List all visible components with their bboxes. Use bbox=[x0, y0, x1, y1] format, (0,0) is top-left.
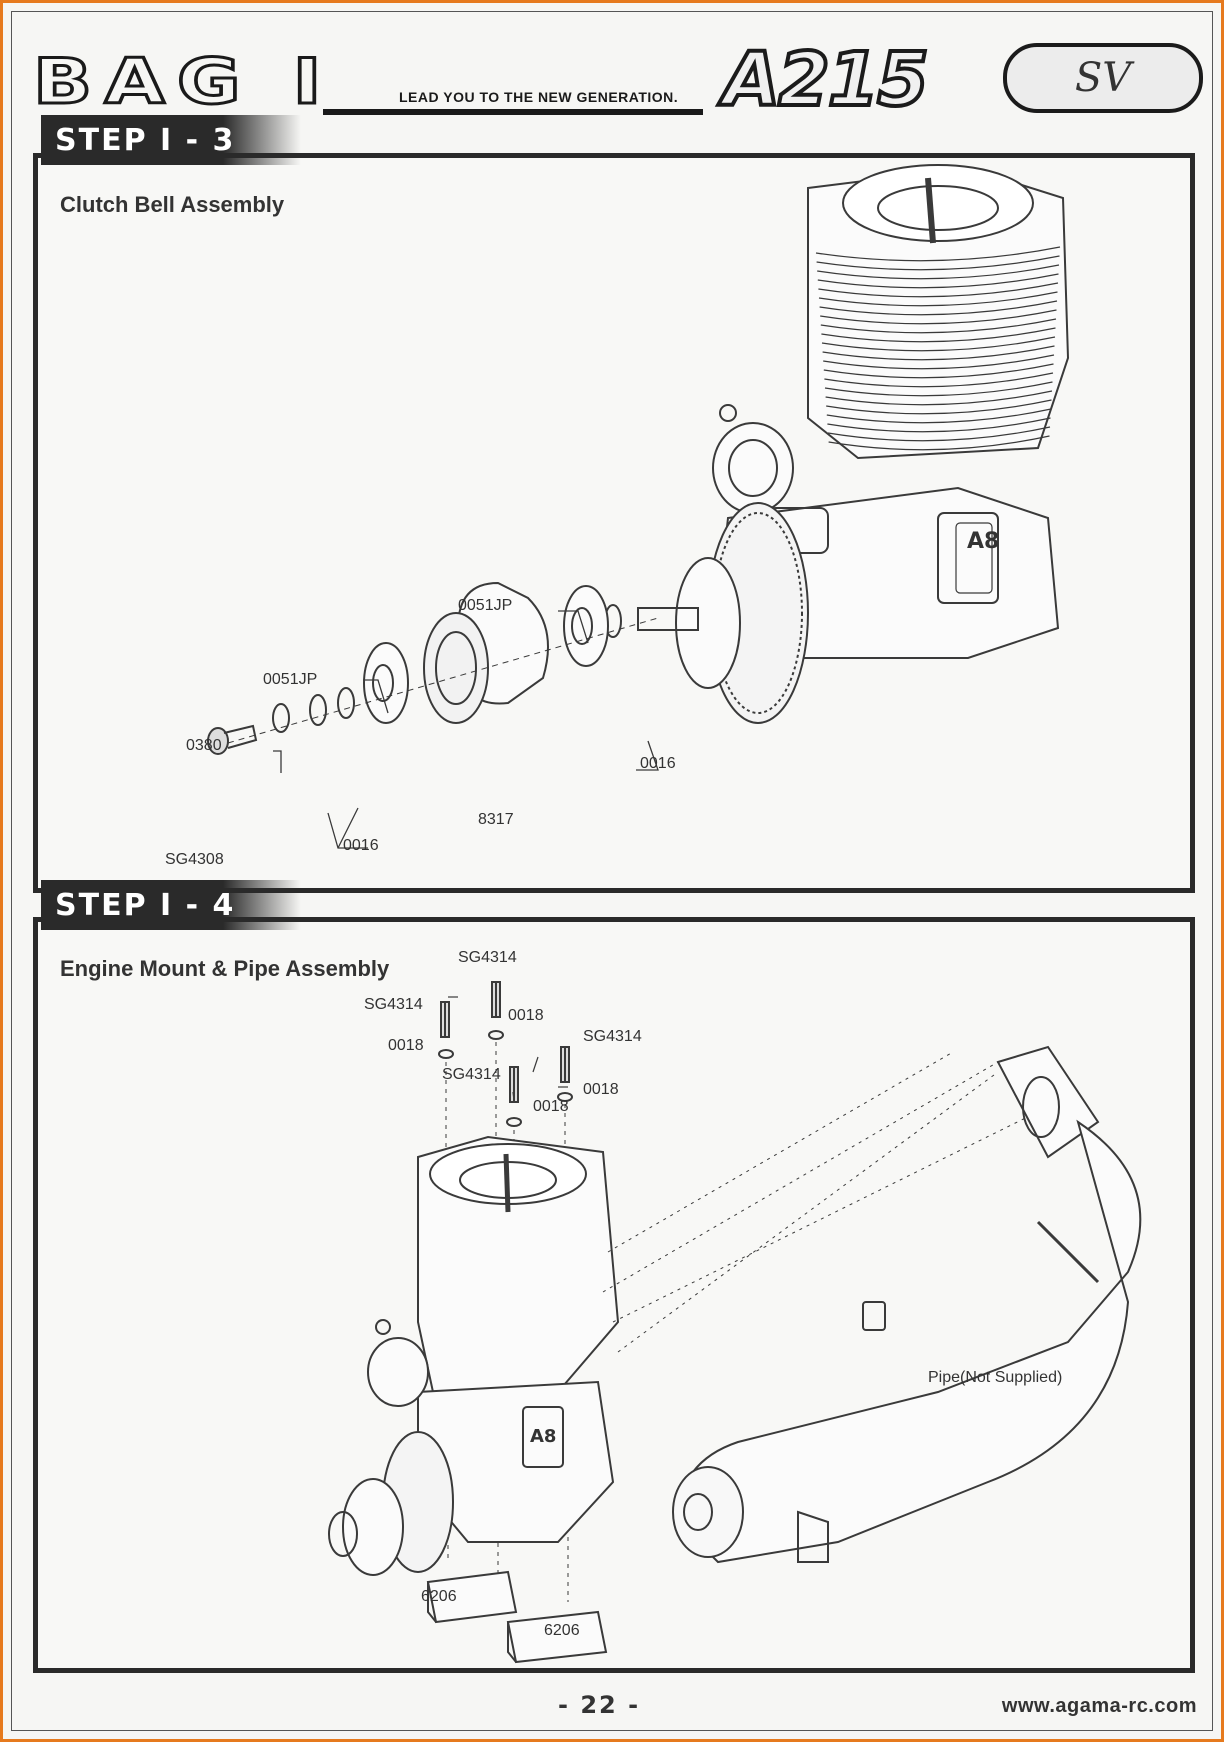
step-1-4-panel: Engine Mount & Pipe Assembly bbox=[33, 917, 1195, 1673]
bearing-top bbox=[563, 585, 609, 667]
leader-lines-2 bbox=[448, 996, 568, 1101]
cooling-fin bbox=[821, 336, 1056, 352]
callout-sg4314-top: SG4314 bbox=[458, 949, 517, 966]
washer-0016-b bbox=[309, 694, 327, 726]
step-1-3-label: STEP I - 3 bbox=[41, 115, 301, 165]
callout-sg4308: SG4308 bbox=[165, 851, 224, 868]
cooling-fin bbox=[824, 372, 1054, 388]
cooling-fin bbox=[822, 345, 1055, 361]
step-1-3-label-text: STEP I - 3 bbox=[55, 122, 236, 158]
callout-6206-left: 6206 bbox=[421, 1588, 457, 1605]
cooling-fin bbox=[828, 435, 1050, 451]
flywheel bbox=[675, 502, 809, 724]
bearing-left bbox=[363, 642, 409, 724]
cooling-fin bbox=[820, 318, 1057, 334]
step-1-3-title: Clutch Bell Assembly bbox=[60, 192, 285, 217]
cooling-fins bbox=[815, 246, 1061, 451]
callout-0018-mid: 0018 bbox=[533, 1098, 569, 1115]
cooling-fin bbox=[823, 363, 1054, 379]
model-badge: SV bbox=[1003, 43, 1203, 113]
page-number: - 22 - bbox=[558, 1691, 641, 1719]
screw-sg4308 bbox=[207, 724, 258, 755]
tagline: LEAD YOU TO THE NEW GENERATION. bbox=[399, 89, 679, 105]
bag-title-text: BAG I bbox=[31, 43, 334, 119]
step-1-4-label-text: STEP I - 4 bbox=[55, 887, 236, 923]
engine-cylinder-head bbox=[807, 164, 1070, 460]
screws bbox=[440, 981, 570, 1103]
callout-0380: 0380 bbox=[186, 737, 222, 754]
callout-sg4314-left: SG4314 bbox=[364, 996, 423, 1013]
page-frame bbox=[11, 11, 1213, 1731]
callout-0016-bottom: 0016 bbox=[343, 837, 379, 854]
website-link[interactable]: www.agama-rc.com bbox=[1001, 1695, 1197, 1717]
callout-0018-right: 0018 bbox=[583, 1081, 619, 1098]
cooling-fin bbox=[819, 300, 1058, 316]
clutch-bell bbox=[423, 581, 549, 724]
bag-title: BAG I bbox=[31, 43, 333, 119]
cooling-fin bbox=[821, 327, 1056, 343]
cooling-fin bbox=[816, 255, 1060, 271]
cooling-fin bbox=[815, 246, 1061, 262]
cooling-fin bbox=[824, 381, 1053, 397]
callout-0016-right: 0016 bbox=[640, 755, 676, 772]
cooling-fin bbox=[817, 273, 1059, 289]
cooling-fin bbox=[826, 399, 1052, 415]
leader-lines bbox=[273, 610, 659, 849]
flywheel-clutch bbox=[328, 1431, 454, 1576]
callout-pipe: Pipe(Not Supplied) bbox=[928, 1369, 1063, 1386]
step-1-3-panel: Clutch Bell Assembly bbox=[33, 153, 1195, 893]
exhaust-manifold bbox=[996, 1045, 1100, 1159]
exhaust-pipe bbox=[672, 1119, 1142, 1564]
cooling-fin bbox=[818, 282, 1059, 298]
callout-0051jp-top: 0051JP bbox=[458, 597, 513, 614]
callout-0051jp-left: 0051JP bbox=[263, 671, 318, 688]
engine-marking-a8: A8 bbox=[967, 529, 999, 554]
cooling-fin bbox=[826, 408, 1052, 424]
washer-0380 bbox=[272, 703, 290, 733]
clutch-bell-diagram: A8 bbox=[207, 164, 1070, 849]
crankshaft bbox=[637, 607, 699, 631]
cooling-fin bbox=[823, 354, 1055, 370]
cooling-fin bbox=[827, 417, 1051, 433]
cooling-fin bbox=[825, 390, 1053, 406]
callout-8317: 8317 bbox=[478, 811, 514, 828]
model-logo: A215 bbox=[721, 35, 931, 125]
engine-mount-right bbox=[506, 1610, 608, 1664]
cooling-fin bbox=[818, 291, 1058, 307]
engine-marking-a8-2: A8 bbox=[530, 1426, 556, 1447]
exhaust-guides bbox=[602, 1051, 1079, 1353]
callout-sg4314-right: SG4314 bbox=[583, 1028, 642, 1045]
step-1-4-label: STEP I - 4 bbox=[41, 880, 301, 930]
engine-mount-pipe-diagram: A8 bbox=[328, 981, 1142, 1664]
callout-0018-top: 0018 bbox=[508, 1007, 544, 1024]
model-badge-text: SV bbox=[1074, 55, 1132, 101]
cooling-fin bbox=[817, 264, 1060, 280]
cooling-fin bbox=[820, 309, 1057, 325]
callout-0018-left: 0018 bbox=[388, 1037, 424, 1054]
engine-text-box bbox=[955, 522, 993, 594]
header-rule bbox=[323, 109, 703, 115]
engine-mount-left bbox=[426, 1570, 518, 1624]
cooling-fin bbox=[827, 426, 1051, 442]
washer-0016-a bbox=[337, 687, 355, 719]
callout-sg4314-mid: SG4314 bbox=[442, 1066, 501, 1083]
washers bbox=[438, 1030, 573, 1127]
model-logo-text: A215 bbox=[721, 35, 931, 125]
callout-6206-right: 6206 bbox=[544, 1622, 580, 1639]
step-1-4-title: Engine Mount & Pipe Assembly bbox=[60, 956, 390, 981]
engine-cylinder-head-2 bbox=[417, 1135, 620, 1393]
carburetor-2 bbox=[367, 1319, 429, 1407]
